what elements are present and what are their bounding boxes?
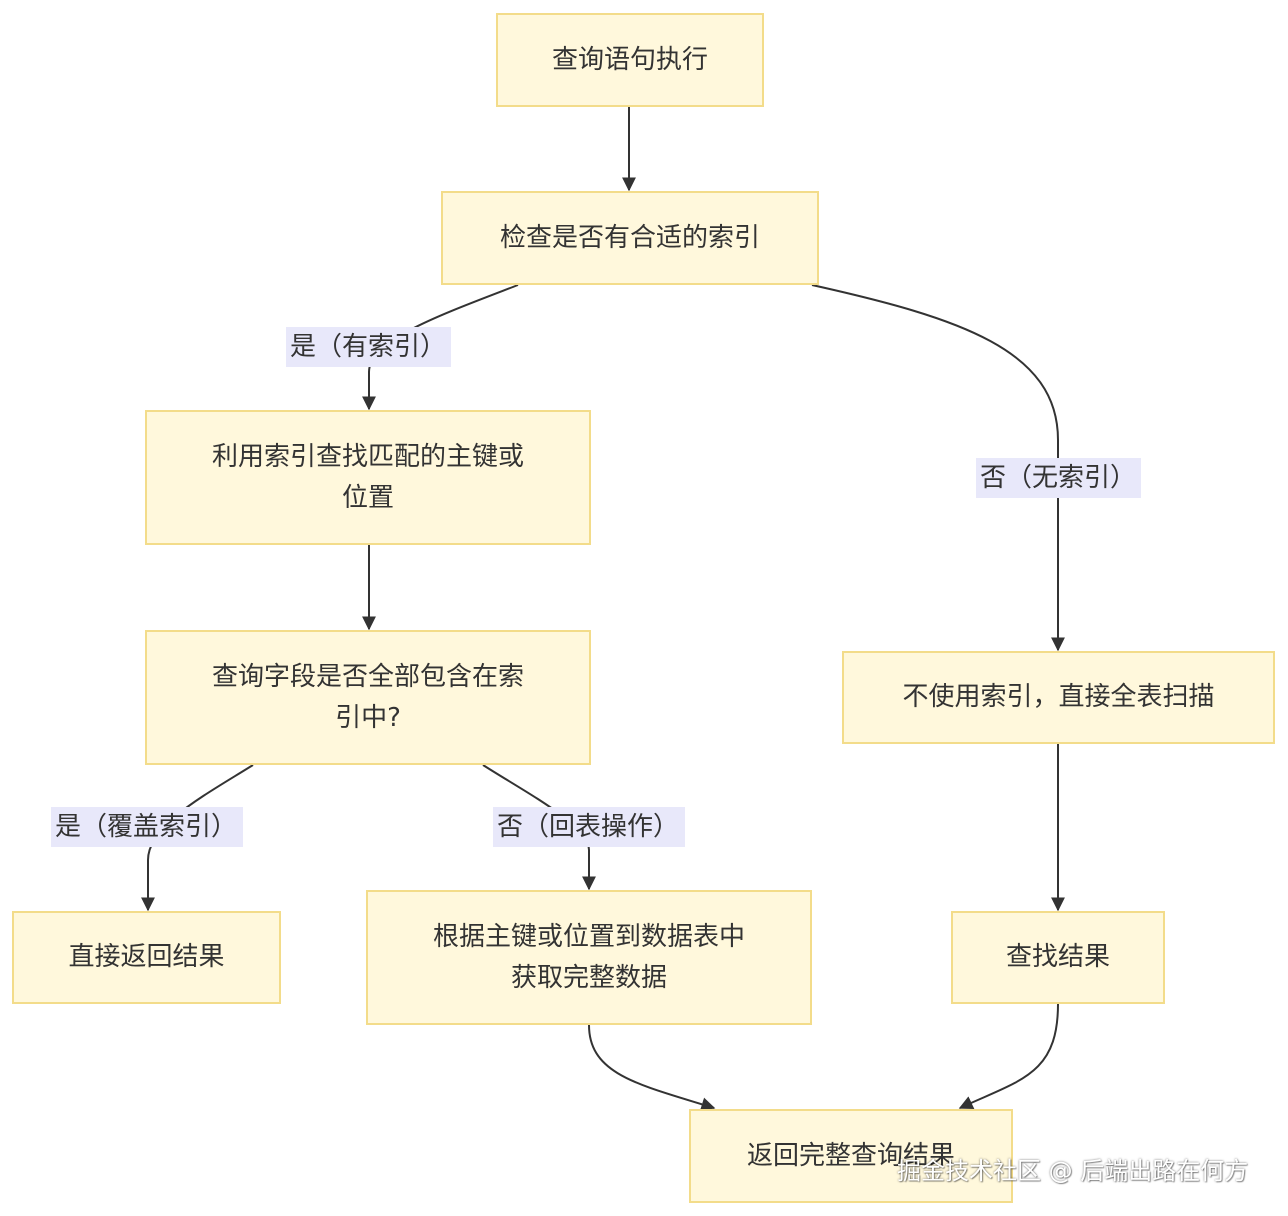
watermark-text: 掘金技术社区 @ 后端出路在何方: [897, 1157, 1249, 1185]
node-lookup-table-label: 根据主键或位置到数据表中 获取完整数据: [432, 921, 745, 993]
node-covered-check: 查询字段是否全部包含在索 引中?: [145, 630, 591, 765]
node-return-full: 返回完整查询结果: [689, 1109, 1013, 1203]
node-find-result-label: 查找结果: [1005, 942, 1110, 972]
node-return-direct-label: 直接返回结果: [68, 942, 225, 972]
edge-label-has-index: 是（有索引）: [286, 327, 451, 367]
node-covered-check-label: 查询字段是否全部包含在索 引中?: [211, 661, 524, 733]
edge-check-to-full-scan: [811, 284, 1065, 652]
node-start-label: 查询语句执行: [551, 44, 708, 75]
node-lookup-table: 根据主键或位置到数据表中 获取完整数据: [366, 890, 812, 1025]
edge-label-no-index: 否（无索引）: [976, 458, 1141, 498]
edge-label-covering: 是（覆盖索引）: [51, 807, 243, 847]
node-return-full-label: 返回完整查询结果: [746, 1140, 955, 1171]
node-check-index: 检查是否有合适的索引: [441, 191, 819, 285]
edge-lookup-to-return-full: [588, 1024, 716, 1111]
edge-label-table-lookup: 否（回表操作）: [493, 807, 685, 847]
node-return-direct: 直接返回结果: [12, 911, 281, 1004]
edge-find-result-to-return-full: [958, 1003, 1059, 1110]
node-full-scan: 不使用索引，直接全表扫描: [842, 651, 1275, 744]
node-full-scan-label: 不使用索引，直接全表扫描: [902, 682, 1215, 712]
node-use-index-label: 利用索引查找匹配的主键或 位置: [211, 441, 524, 513]
node-check-index-label: 检查是否有合适的索引: [499, 222, 760, 253]
node-use-index: 利用索引查找匹配的主键或 位置: [145, 410, 591, 545]
node-start: 查询语句执行: [496, 13, 764, 107]
node-find-result: 查找结果: [951, 911, 1165, 1004]
